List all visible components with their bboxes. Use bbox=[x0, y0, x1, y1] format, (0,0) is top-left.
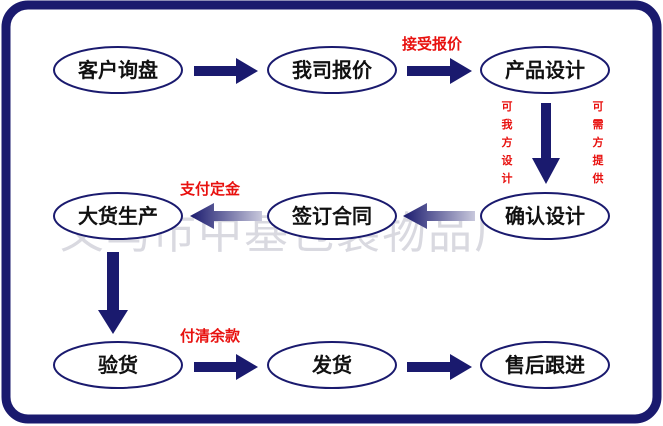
annotation-kewo-fangsheji: 可 我 方 设 计 bbox=[502, 100, 514, 185]
node-queren-sheji: 确认设计 bbox=[480, 192, 610, 240]
node-dahuo-shengchan: 大货生产 bbox=[53, 192, 183, 240]
arrow-down-icon bbox=[98, 252, 128, 334]
arrow-right-icon bbox=[407, 58, 472, 84]
node-label: 发货 bbox=[311, 353, 352, 377]
svg-text:计: 计 bbox=[502, 171, 513, 185]
annotation-jieshou-baojia: 接受报价 bbox=[402, 35, 463, 53]
node-qianding-hetong: 签订合同 bbox=[267, 192, 397, 240]
svg-text:需: 需 bbox=[593, 118, 604, 131]
arrow-down-icon bbox=[532, 103, 560, 184]
node-label: 验货 bbox=[98, 353, 138, 377]
node-yanhuo: 验货 bbox=[53, 341, 183, 389]
svg-text:设: 设 bbox=[502, 153, 514, 167]
node-label: 签订合同 bbox=[291, 204, 372, 228]
svg-text:我: 我 bbox=[502, 117, 513, 131]
node-label: 客户询盘 bbox=[77, 58, 158, 82]
node-label: 产品设计 bbox=[505, 58, 585, 82]
annotation-zhifu-dingjin: 支付定金 bbox=[179, 180, 241, 198]
node-kehu-xunpan: 客户询盘 bbox=[53, 46, 183, 94]
arrow-right-icon bbox=[407, 354, 472, 380]
node-wosi-baojia: 我司报价 bbox=[267, 46, 397, 94]
svg-text:供: 供 bbox=[592, 171, 604, 185]
svg-text:可: 可 bbox=[593, 100, 604, 113]
svg-text:方: 方 bbox=[593, 135, 604, 149]
arrow-left-icon bbox=[403, 203, 475, 229]
arrow-right-icon bbox=[194, 58, 258, 84]
node-label: 我司报价 bbox=[292, 58, 373, 82]
node-label: 确认设计 bbox=[505, 204, 585, 228]
node-chanpin-sheji: 产品设计 bbox=[480, 46, 610, 94]
node-shouhou-genjin: 售后跟进 bbox=[480, 341, 610, 389]
svg-text:可: 可 bbox=[502, 100, 513, 113]
node-label: 售后跟进 bbox=[505, 353, 585, 377]
arrow-right-icon bbox=[194, 354, 258, 380]
svg-text:方: 方 bbox=[502, 135, 513, 149]
arrow-left-icon bbox=[190, 203, 262, 229]
annotation-kexu-fangtigong: 可 需 方 提 供 bbox=[592, 100, 605, 185]
node-label: 大货生产 bbox=[78, 204, 158, 228]
svg-text:提: 提 bbox=[593, 153, 605, 167]
node-fahuo: 发货 bbox=[267, 341, 397, 389]
annotation-fuqing-yukuan: 付清余款 bbox=[180, 327, 241, 345]
